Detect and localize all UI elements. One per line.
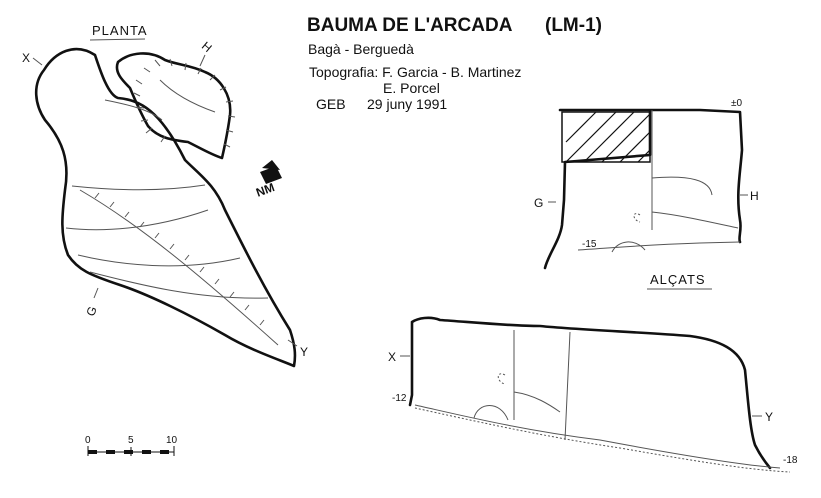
section-xy <box>400 316 791 473</box>
section-xy-floor <box>414 404 781 469</box>
plan-marker-h-line <box>199 54 206 67</box>
plan-marker-y: Y <box>300 345 308 359</box>
section-gh-dashed <box>633 213 641 223</box>
plan-cave-outline <box>34 47 297 368</box>
plan-contour-5 <box>104 99 163 121</box>
plan-marker-x-line <box>32 57 43 66</box>
plan-marker-y-line <box>287 339 298 347</box>
plan-contour-3 <box>77 254 241 267</box>
survey-credits-line2: E. Porcel <box>383 80 440 96</box>
section-gh-outline <box>543 108 744 270</box>
section-xy-x: X <box>388 350 396 364</box>
scale-tick-0: 0 <box>85 435 91 446</box>
plan-upper-chamber <box>115 52 232 160</box>
section-xy-sediment <box>414 407 791 473</box>
sections-label: ALÇATS <box>650 272 706 287</box>
plan-marker-g-line <box>93 287 99 299</box>
plan-contour-1 <box>71 184 206 191</box>
scale-bar <box>87 446 175 456</box>
plan-contour-6 <box>159 79 216 113</box>
plan-label: PLANTA <box>92 23 148 38</box>
section-gh-floor <box>577 241 741 251</box>
north-arrow-icon <box>260 160 282 184</box>
section-gh-hatch <box>565 111 651 163</box>
section-xy-contours <box>513 330 571 441</box>
plan-dripline-ticks <box>94 192 265 326</box>
plan-label-underline <box>89 38 146 41</box>
section-xy-depth-left: -12 <box>392 393 407 404</box>
plan-marker-h: H <box>199 39 215 55</box>
plan-contour-2 <box>65 209 209 231</box>
section-gh-h: H <box>750 189 759 203</box>
survey-group: GEB <box>316 96 346 112</box>
section-gh-hatch-box <box>561 111 651 163</box>
plan-dripline <box>79 189 279 346</box>
section-xy-y: Y <box>765 410 773 424</box>
section-gh <box>543 108 748 270</box>
section-gh-arch <box>611 241 646 253</box>
plan-marker-x: X <box>22 51 30 65</box>
scale-tick-5: 5 <box>128 435 134 446</box>
section-xy-dashed <box>497 373 506 385</box>
plan-marker-g: G <box>83 304 99 318</box>
plan-contour-4 <box>89 271 269 299</box>
section-xy-depth-right: -18 <box>783 455 798 466</box>
plan-overhang-ticks <box>133 58 236 148</box>
section-gh-depth-top: ±0 <box>731 98 742 109</box>
north-label: NM <box>254 180 276 200</box>
survey-location: Bagà - Berguedà <box>308 41 414 57</box>
section-gh-g: G <box>534 196 543 210</box>
section-xy-arch <box>473 405 509 421</box>
survey-date: 29 juny 1991 <box>367 96 447 112</box>
section-xy-outline <box>408 316 772 470</box>
section-gh-contours <box>651 110 739 230</box>
survey-title: BAUMA DE L'ARCADA <box>307 15 513 36</box>
survey-code: (LM-1) <box>545 15 602 36</box>
survey-credits-line1: Topografia: F. Garcia - B. Martinez <box>309 64 521 80</box>
scale-tick-10: 10 <box>166 435 178 446</box>
section-gh-depth-bottom: -15 <box>582 239 597 250</box>
